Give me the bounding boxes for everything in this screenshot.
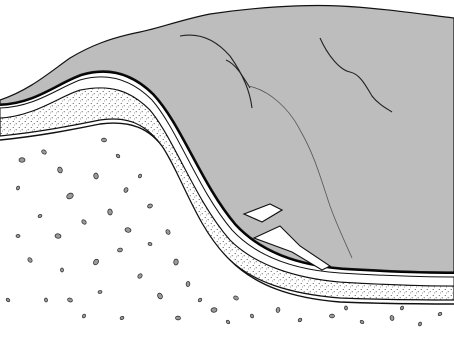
gravel-stone <box>157 292 164 299</box>
gravel-stone <box>60 268 63 272</box>
gravel-stone <box>226 320 231 325</box>
gravel-stone <box>198 298 203 303</box>
gravel-stone <box>137 273 143 279</box>
gravel-stone <box>81 219 87 225</box>
gravel-stone <box>92 258 99 265</box>
gravel-stone <box>66 192 75 200</box>
gravel-stone <box>117 247 123 252</box>
gravel-stone <box>329 314 334 318</box>
gravel-stone <box>344 306 348 310</box>
gravel-stone <box>125 227 132 233</box>
gravel-stone <box>186 281 190 287</box>
gravel-stone <box>438 312 443 317</box>
gravel-stone <box>233 295 239 301</box>
gravel-stone <box>41 149 47 155</box>
gravel-stone <box>360 320 365 325</box>
gravel-stone <box>250 314 254 319</box>
gravel-stone <box>123 187 129 193</box>
gravel-stone <box>116 154 121 159</box>
gravel-stone <box>175 316 180 320</box>
gravel-stone <box>16 186 20 191</box>
gravel-stone <box>389 315 394 321</box>
gravel-stone <box>82 314 86 319</box>
gravel-stone <box>298 318 303 323</box>
gravel-stone <box>6 298 11 303</box>
gravel-stone <box>418 322 422 327</box>
gravel-stone <box>27 257 33 263</box>
gravel-stone <box>147 203 153 208</box>
gravel-stone <box>174 259 179 265</box>
gravel-stone <box>211 307 218 312</box>
gravel-stone <box>19 158 25 163</box>
gravel-stone <box>120 316 125 321</box>
gravel-stone <box>93 173 99 180</box>
gravel-stone <box>98 290 103 294</box>
gravel-stone <box>16 234 20 237</box>
gravel-stone <box>55 233 62 238</box>
gravel-stone <box>107 209 112 215</box>
gravel-stone <box>400 306 405 311</box>
gravel-stone <box>38 214 43 218</box>
gravel-stone <box>57 166 63 173</box>
gravel-stone <box>101 138 106 142</box>
gravel-stone <box>276 307 281 313</box>
gravel-stone <box>44 298 48 303</box>
gravel-stone <box>138 174 143 179</box>
gravel-stone <box>67 297 73 303</box>
gravel-stone <box>165 229 171 235</box>
gravel-stone <box>148 242 153 246</box>
